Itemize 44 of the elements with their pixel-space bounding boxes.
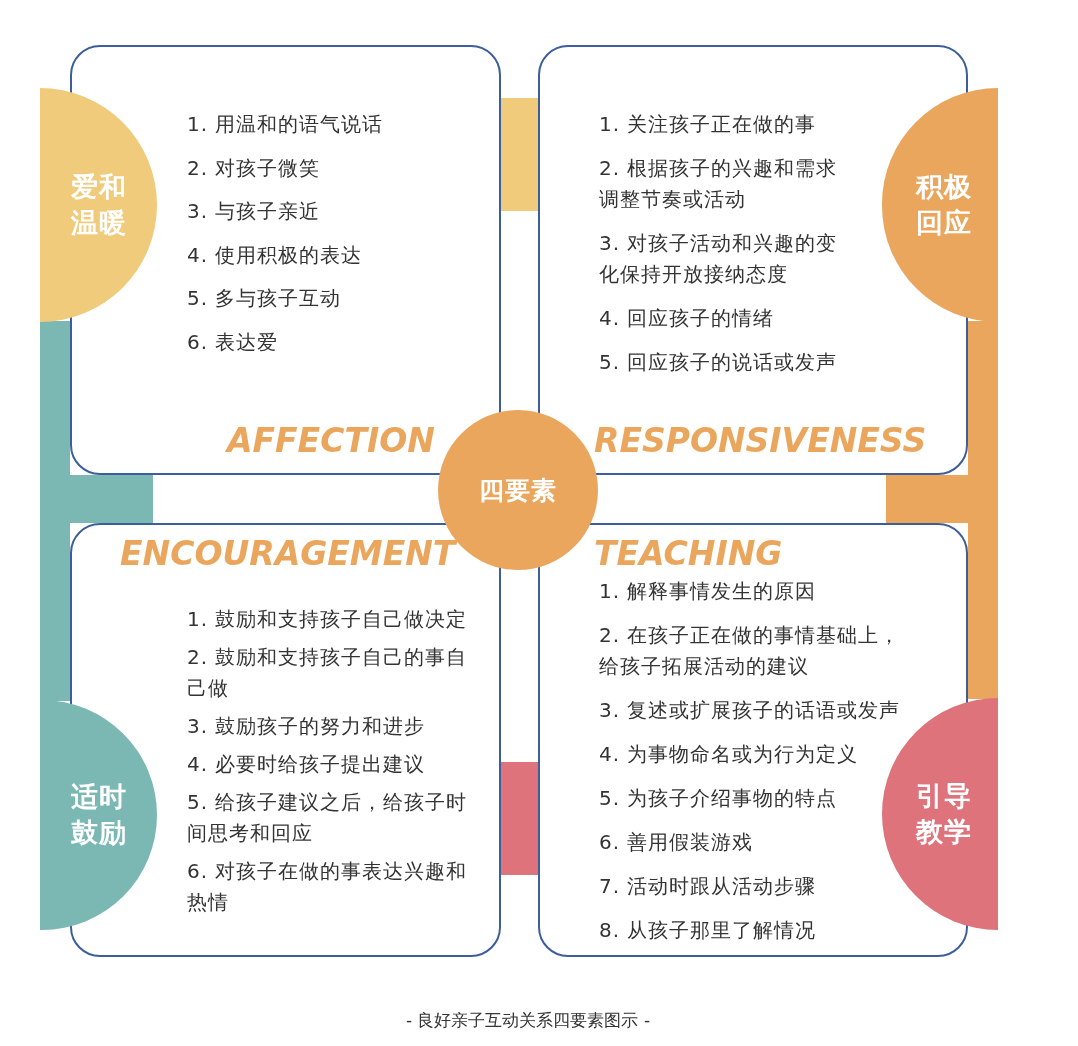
category-title: 适时鼓励 [69, 780, 128, 850]
list-item: 5. 回应孩子的说话或发声 [599, 349, 839, 376]
list-item: 3. 对孩子活动和兴趣的变化保持开放接纳态度 [599, 230, 839, 288]
category-title: 爱和温暖 [69, 170, 128, 240]
list-item: 1. 用温和的语气说话 [187, 111, 385, 138]
list-item: 4. 使用积极的表达 [187, 241, 364, 269]
list-item: 1. 关注孩子正在做的事 [599, 111, 818, 138]
list-item: 2. 在孩子正在做的事情基础上，给孩子拓展活动的建议 [599, 622, 902, 680]
section-heading: AFFECTION [227, 423, 435, 459]
list-item: 2. 鼓励和支持孩子自己的事自己做 [187, 644, 469, 702]
list-item: 4. 为事物命名或为行为定义 [599, 741, 860, 768]
list-item: 1. 鼓励和支持孩子自己做决定 [187, 606, 469, 633]
category-title: 引导教学 [915, 779, 973, 849]
section-heading: TEACHING [594, 536, 783, 572]
quadrant-card [70, 45, 501, 475]
color-band [501, 98, 538, 211]
list-item: 4. 必要时给孩子提出建议 [187, 751, 427, 778]
list-item: 2. 对孩子微笑 [187, 154, 322, 182]
category-title: 积极回应 [915, 170, 973, 240]
list-item: 2. 根据孩子的兴趣和需求调整节奏或活动 [599, 155, 839, 213]
center-label: 四要素 [479, 474, 557, 507]
list-item: 3. 复述或扩展孩子的话语或发声 [599, 697, 902, 724]
color-band [40, 321, 70, 701]
list-item: 5. 给孩子建议之后，给孩子时间思考和回应 [187, 789, 469, 847]
list-item: 6. 善用假装游戏 [599, 829, 755, 856]
section-heading: RESPONSIVENESS [594, 423, 927, 459]
list-item: 6. 对孩子在做的事表达兴趣和热情 [187, 858, 469, 916]
section-heading: ENCOURAGEMENT [120, 536, 456, 572]
color-band [968, 321, 998, 699]
list-item: 7. 活动时跟从活动步骤 [599, 873, 818, 900]
list-item: 3. 与孩子亲近 [187, 198, 322, 226]
list-item: 5. 多与孩子互动 [187, 285, 343, 313]
quadrant-card [70, 523, 501, 957]
list-item: 6. 表达爱 [187, 328, 280, 356]
list-item: 8. 从孩子那里了解情况 [599, 917, 818, 944]
list-item: 3. 鼓励孩子的努力和进步 [187, 713, 427, 740]
color-band [70, 475, 153, 523]
list-item: 5. 为孩子介绍事物的特点 [599, 785, 839, 812]
list-item: 4. 回应孩子的情绪 [599, 305, 776, 332]
color-band [886, 475, 968, 523]
list-item: 1. 解释事情发生的原因 [599, 578, 818, 605]
figure-caption: - 良好亲子互动关系四要素图示 - [405, 1009, 651, 1032]
quadrant-card [538, 523, 968, 957]
color-band [501, 762, 538, 875]
